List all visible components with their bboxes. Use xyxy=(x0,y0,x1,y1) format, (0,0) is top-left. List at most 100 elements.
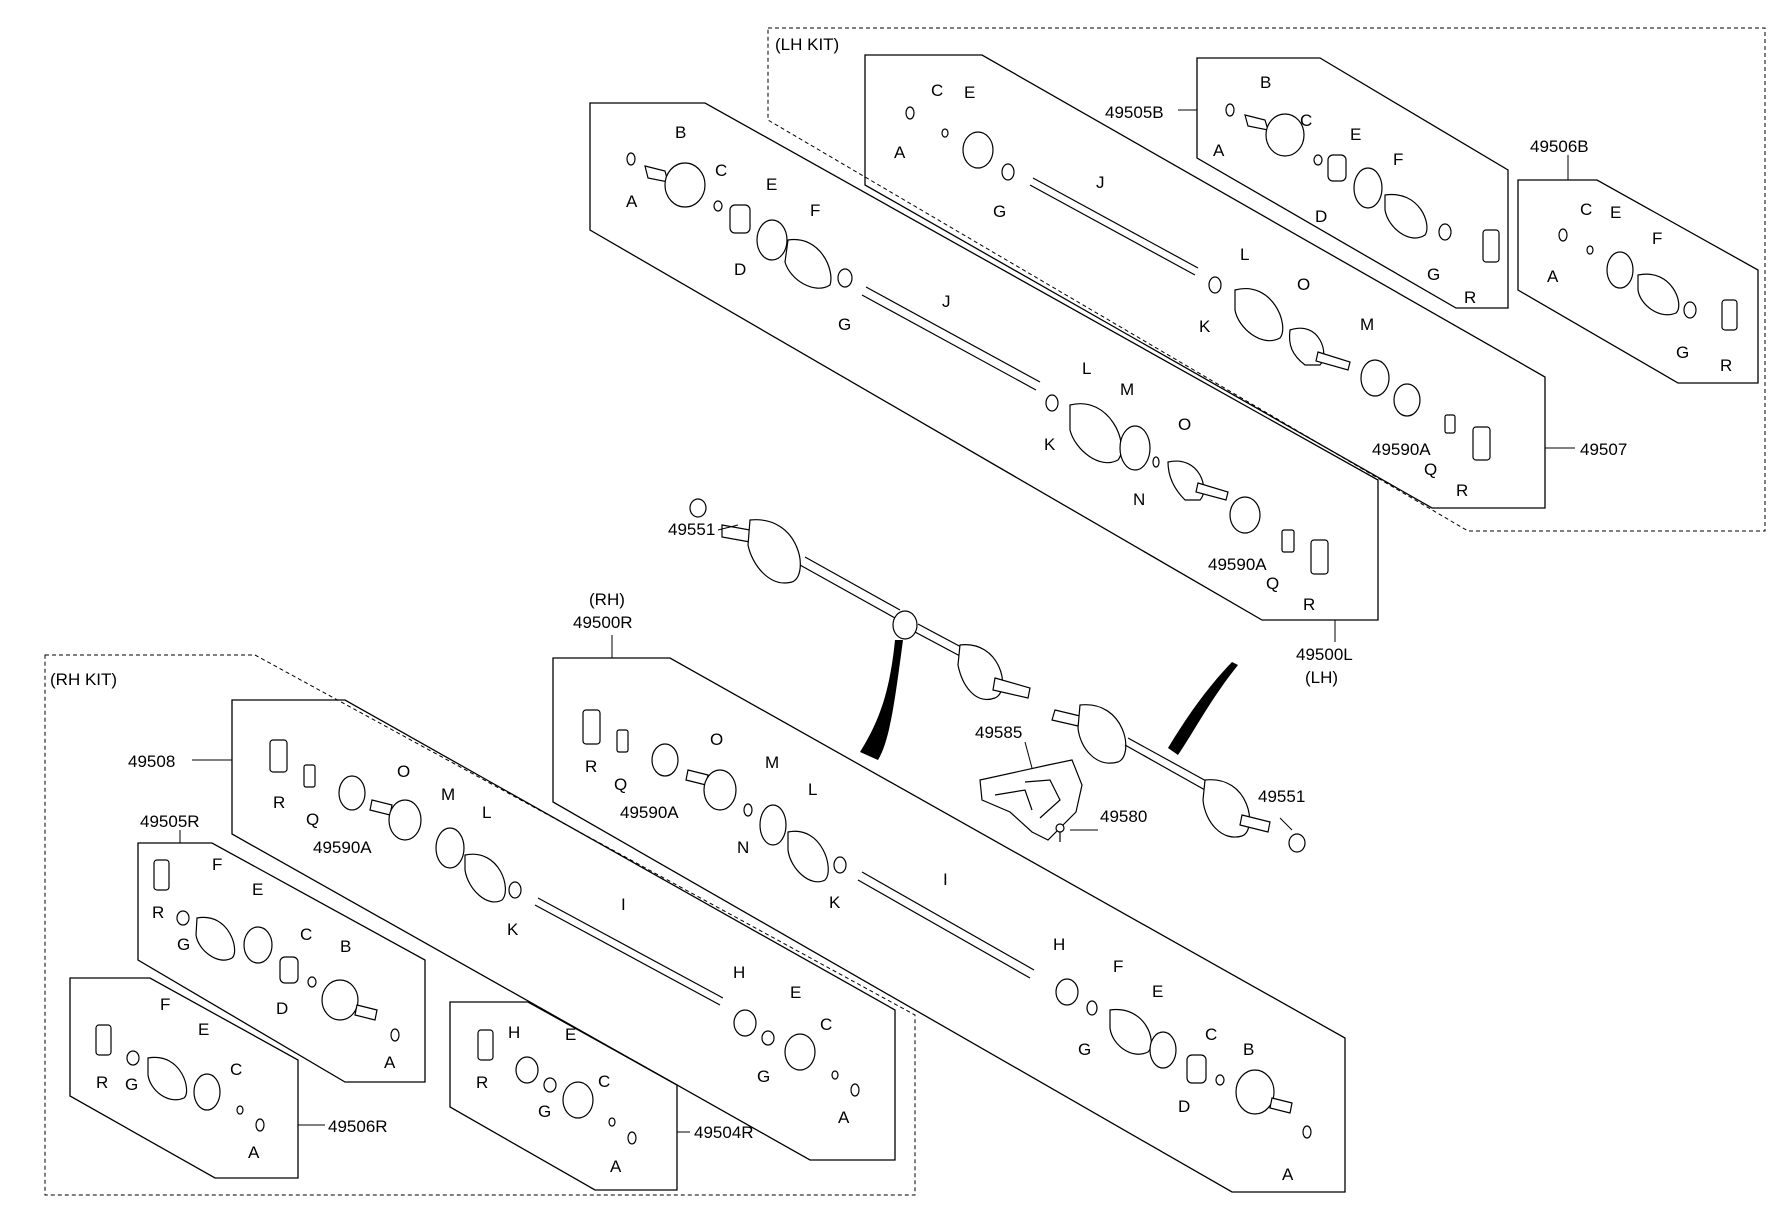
callout-letter: M xyxy=(441,785,455,804)
lh-boot-kit-box xyxy=(1517,179,1759,384)
callout-letter: R xyxy=(585,757,597,776)
callout-letter: R xyxy=(152,903,164,922)
callout-letter: A xyxy=(1213,141,1225,160)
callout-letter: D xyxy=(734,260,746,279)
rh-boot-kit-callouts: R G F E C A xyxy=(96,995,260,1162)
lh-outer-kit-callouts: A B C D E F G R xyxy=(1213,73,1476,307)
part-number-label: 49590A xyxy=(1208,555,1267,574)
leader-lines xyxy=(179,109,1575,1133)
callout-letter: O xyxy=(710,730,723,749)
lh-assembly-callouts: A B C D E F G J K L M N O Q R xyxy=(626,123,1315,614)
rh-assembly-parts xyxy=(582,709,1312,1139)
callout-letter: F xyxy=(212,855,222,874)
callout-letter: C xyxy=(1580,200,1592,219)
callout-letter: C xyxy=(598,1072,610,1091)
rh-outer-kit-box xyxy=(137,842,426,1083)
callout-letter: R xyxy=(1456,481,1468,500)
callout-letter: O xyxy=(397,762,410,781)
callout-letter: A xyxy=(1547,267,1559,286)
callout-letter: E xyxy=(1350,125,1361,144)
part-number-label: 49508 xyxy=(128,752,175,771)
part-number-label: 49551 xyxy=(1258,787,1305,806)
callout-letter: F xyxy=(810,201,820,220)
callout-letter: N xyxy=(1133,490,1145,509)
lh-assembly-number: 49500L xyxy=(1296,645,1353,664)
rh-boot-kit-box xyxy=(69,977,299,1179)
callout-letter: E xyxy=(1610,203,1621,222)
rh-inner-kit-callouts: R Q O M L K I H G E C A xyxy=(273,762,850,1127)
callout-letter: O xyxy=(1178,415,1191,434)
part-number-label: 49507 xyxy=(1580,440,1627,459)
callout-letter: C xyxy=(931,81,943,100)
lh-kit-outline xyxy=(767,27,1766,532)
callout-letter: K xyxy=(1199,317,1211,336)
rh-inner-kit-parts xyxy=(269,739,860,1097)
callout-letter: C xyxy=(300,925,312,944)
callout-letter: F xyxy=(1113,957,1123,976)
rh-inner-kit-box xyxy=(231,699,896,1161)
callout-letter: J xyxy=(1096,173,1105,192)
callout-letter: L xyxy=(482,803,491,822)
callout-letter: B xyxy=(1260,73,1271,92)
callout-letter: C xyxy=(1300,111,1312,130)
callout-letter: F xyxy=(1393,150,1403,169)
lh-assembly-parts xyxy=(626,152,1329,575)
rh-kit-outline xyxy=(44,654,916,1196)
callout-letter: R xyxy=(1303,595,1315,614)
bolt-49580 xyxy=(1055,823,1065,842)
callout-letter: A xyxy=(894,143,906,162)
lh-outer-kit-parts xyxy=(1225,103,1500,263)
bracket-49585 xyxy=(979,759,1083,841)
callout-letter: G xyxy=(1078,1040,1091,1059)
callout-letter: E xyxy=(565,1025,576,1044)
callout-letter: A xyxy=(838,1108,850,1127)
callout-letter: G xyxy=(1427,265,1440,284)
callout-letter: H xyxy=(733,963,745,982)
lh-inner-kit-parts xyxy=(905,106,1491,461)
callout-letter: D xyxy=(1178,1097,1190,1116)
callout-letter: K xyxy=(1044,435,1056,454)
callout-letter: F xyxy=(160,995,170,1014)
lh-boot-kit-callouts: A C E F G R xyxy=(1547,200,1732,375)
callout-letter: O xyxy=(1297,275,1310,294)
assembly-labels: 49500L (LH) (RH) 49500R xyxy=(573,590,1353,687)
part-number-label: 49506R xyxy=(328,1117,388,1136)
part-number-labels: 49551 49551 49585 49580 49507 49505B 495… xyxy=(128,103,1627,1142)
part-number-label: 49590A xyxy=(620,803,679,822)
callout-letter: A xyxy=(384,1053,396,1072)
lh-inner-kit-callouts: A C E G J K L O M Q R xyxy=(894,81,1468,500)
lh-kit-label: (LH KIT) xyxy=(775,35,839,54)
part-number-label: 49506B xyxy=(1530,137,1589,156)
rh-joint-kit-parts xyxy=(477,1029,637,1145)
callout-letter: Q xyxy=(1424,460,1437,479)
lh-inner-kit-box xyxy=(864,54,1546,509)
callout-letter: N xyxy=(737,838,749,857)
callout-letter: G xyxy=(177,935,190,954)
callout-letter: C xyxy=(230,1060,242,1079)
callout-letter: K xyxy=(507,920,519,939)
lh-boot-kit-parts xyxy=(1558,228,1738,331)
callout-letter: Q xyxy=(614,775,627,794)
callout-letter: G xyxy=(125,1075,138,1094)
lh-assembly-side: (LH) xyxy=(1305,668,1338,687)
part-number-label: 49505R xyxy=(140,812,200,831)
callout-letter: B xyxy=(675,123,686,142)
callout-letter: I xyxy=(621,895,626,914)
callout-letter: R xyxy=(273,793,285,812)
callout-letter: M xyxy=(1360,315,1374,334)
callout-letter: B xyxy=(340,937,351,956)
part-number-label: 49551 xyxy=(668,520,715,539)
callout-letter: A xyxy=(248,1143,260,1162)
callout-letter: H xyxy=(1053,935,1065,954)
lh-outer-kit-box xyxy=(1196,57,1509,309)
callout-letter: G xyxy=(838,315,851,334)
callout-letter: C xyxy=(715,161,727,180)
rh-kit-label: (RH KIT) xyxy=(50,670,117,689)
part-number-label: 49504R xyxy=(694,1123,754,1142)
callout-letter: I xyxy=(943,870,948,889)
rh-assembly-callouts: R Q O N M L K I H G F E C D B A xyxy=(585,730,1294,1184)
callout-letter: R xyxy=(96,1073,108,1092)
callout-letter: G xyxy=(757,1067,770,1086)
rh-outer-kit-callouts: R G F E C D B A xyxy=(152,855,396,1072)
